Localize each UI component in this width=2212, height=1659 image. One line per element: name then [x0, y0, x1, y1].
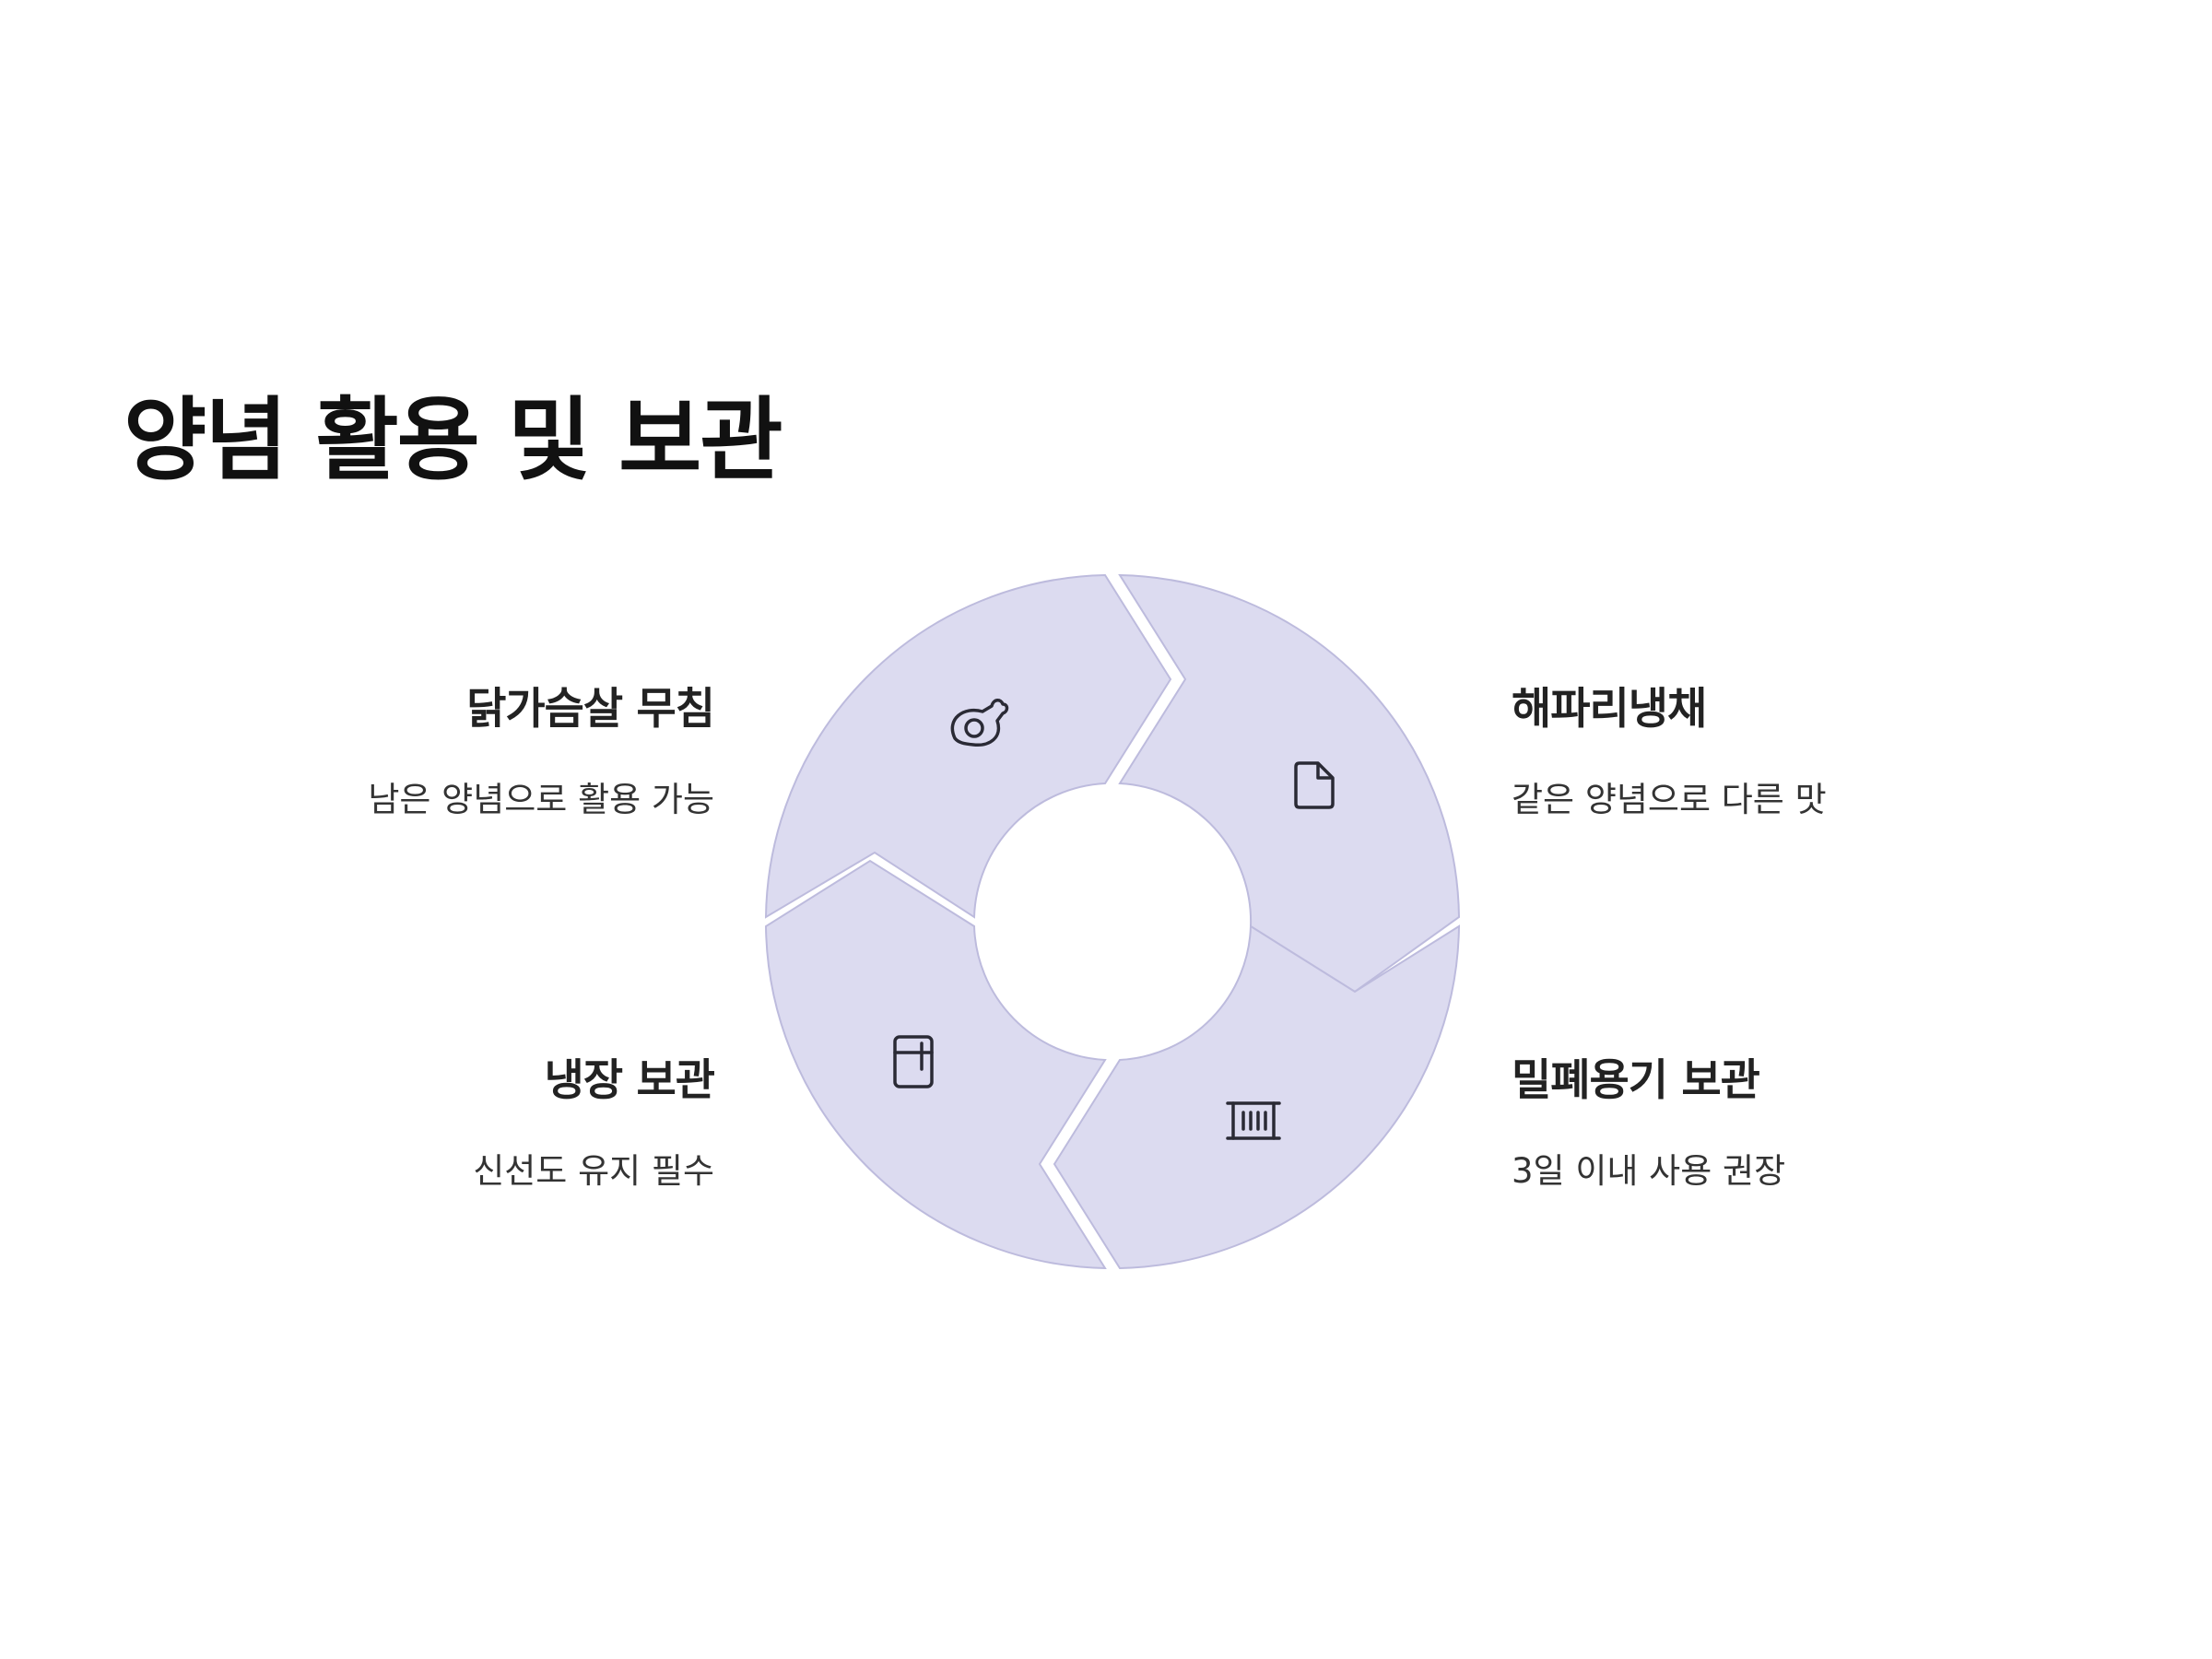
- step-label-jellyfish-salad: 해파리냉채 같은 양념으로 다른 맛: [1512, 673, 1827, 821]
- segment-refrigeration: [764, 859, 1107, 1270]
- step-subtitle: 남은 양념으로 활용 가능: [368, 780, 714, 819]
- step-title: 닭가슴살 무침: [466, 684, 715, 735]
- page-title: 양념 활용 및 보관: [124, 388, 782, 493]
- step-label-airtight-container: 밀폐용기 보관 3일 이내 사용 권장: [1512, 1044, 1785, 1193]
- step-title: 해파리냉채: [1512, 684, 1707, 735]
- step-title: 냉장 보관: [544, 1055, 715, 1106]
- fridge-icon: [893, 1035, 934, 1088]
- segment-chicken-salad: [764, 573, 1172, 919]
- step-subtitle: 같은 양념으로 다른 맛: [1512, 780, 1827, 819]
- container-icon: [1226, 1101, 1281, 1140]
- step-label-refrigeration: 냉장 보관 신선도 유지 필수: [473, 1044, 715, 1193]
- segment-jellyfish-salad: [1118, 573, 1461, 994]
- segment-airtight-container: [1053, 924, 1461, 1270]
- step-title: 밀폐용기 보관: [1512, 1055, 1760, 1106]
- document-icon: [1294, 761, 1335, 809]
- step-subtitle: 3일 이내 사용 권장: [1512, 1151, 1786, 1191]
- chicken-leg-icon: [950, 699, 1009, 747]
- step-subtitle: 신선도 유지 필수: [473, 1151, 714, 1191]
- step-label-chicken-salad: 닭가슴살 무침 남은 양념으로 활용 가능: [368, 673, 715, 821]
